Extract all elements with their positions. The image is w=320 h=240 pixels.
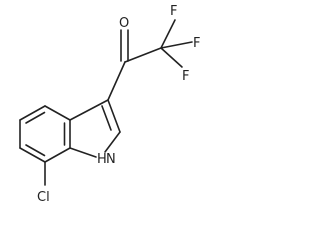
bond-c3-c2 bbox=[107, 99, 121, 133]
atom-labels: O F F F H N Cl bbox=[37, 4, 200, 205]
bond-c7-c6 bbox=[19, 147, 46, 163]
bonds bbox=[19, 19, 193, 186]
bond-cf3-f-top bbox=[160, 19, 176, 49]
double-bond-c3-c2-inner bbox=[101, 105, 112, 131]
fluorine-label-top: F bbox=[170, 4, 177, 19]
chemical-structure-diagram: O F F F H N Cl bbox=[19, 4, 200, 205]
bond-c3-carbonyl bbox=[107, 61, 126, 101]
double-bond-c7-c6-inner bbox=[25, 144, 46, 157]
chlorine-label: Cl bbox=[37, 190, 50, 205]
fluorine-label-bottom: F bbox=[182, 69, 189, 84]
hydrogen-on-nitrogen-label: H bbox=[97, 152, 107, 167]
double-bond-c5-c4-inner bbox=[25, 111, 46, 124]
bond-carbonyl-cf3 bbox=[124, 47, 162, 63]
oxygen-label: O bbox=[119, 16, 129, 31]
bond-c4-c3a bbox=[44, 105, 71, 121]
bond-c3a-c3 bbox=[69, 99, 109, 121]
bond-c7a-c7 bbox=[44, 147, 71, 163]
bond-c5-c4 bbox=[19, 105, 46, 121]
bond-n1-c7a bbox=[69, 147, 97, 158]
bond-cf3-f-right bbox=[160, 41, 193, 49]
bond-cf3-f-bottom bbox=[160, 47, 183, 68]
nitrogen-label: N bbox=[106, 152, 116, 167]
bond-c2-n1 bbox=[104, 131, 121, 153]
fluorine-label-right: F bbox=[193, 36, 200, 51]
